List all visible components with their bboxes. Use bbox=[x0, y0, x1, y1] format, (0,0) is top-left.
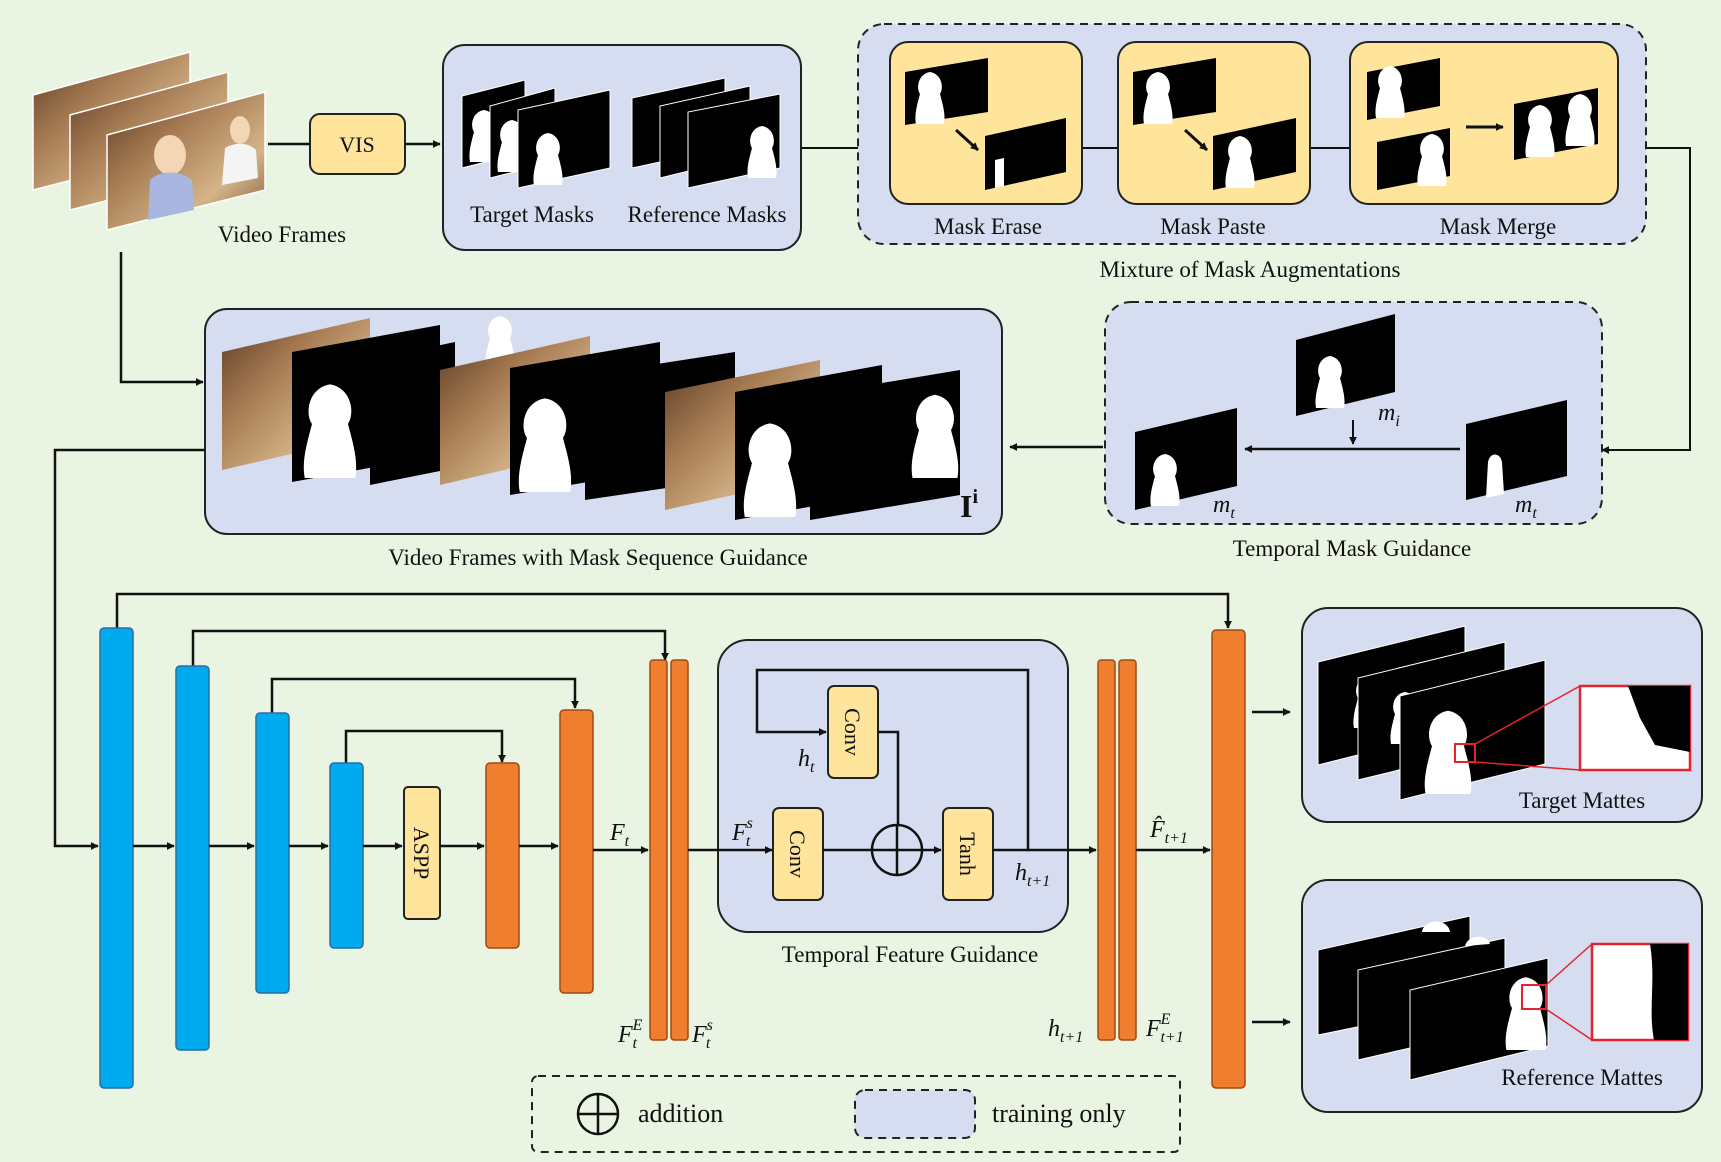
input-symbol: Ii bbox=[960, 486, 978, 524]
tanh-module bbox=[942, 807, 994, 901]
frame-mask-group-3 bbox=[665, 360, 960, 520]
mask-m-t-left bbox=[1135, 408, 1237, 510]
connector bbox=[878, 730, 900, 825]
target-mattes-label: Target Mattes bbox=[1519, 788, 1645, 813]
temporal-feature-panel bbox=[717, 639, 1069, 933]
zoom-line bbox=[1545, 943, 1593, 986]
zoom-inset-target bbox=[1578, 684, 1692, 772]
target-masks-label: Target Masks bbox=[470, 202, 594, 227]
decoder-block-1 bbox=[485, 762, 520, 949]
conv-top-label: Conv bbox=[840, 708, 865, 756]
legend-box bbox=[531, 1075, 1181, 1153]
feature-concat-h bbox=[1097, 659, 1116, 1041]
tanh-label: Tanh bbox=[955, 832, 980, 876]
m-t-right-label: mt bbox=[1515, 492, 1537, 522]
arrow-icon bbox=[954, 128, 980, 152]
encoder-block-1 bbox=[99, 627, 134, 1089]
legend-training-label: training only bbox=[992, 1099, 1126, 1128]
mask-m-t-right bbox=[1466, 400, 1567, 500]
h-t-label: ht bbox=[798, 746, 815, 776]
reference-mattes-label: Reference Mattes bbox=[1501, 1065, 1663, 1090]
skip-connection-2 bbox=[191, 629, 669, 666]
feature-split-F-s bbox=[670, 659, 689, 1041]
m-t-left-label: mt bbox=[1213, 492, 1235, 522]
zoom-line bbox=[1474, 685, 1581, 745]
arrow-icon bbox=[119, 252, 204, 386]
m-i-label: mi bbox=[1378, 400, 1400, 430]
video-frames-label: Video Frames bbox=[218, 222, 346, 247]
frame-mask-group-1 bbox=[222, 316, 515, 485]
skip-connection-1 bbox=[115, 592, 1232, 630]
conv-bottom-label: Conv bbox=[785, 830, 810, 878]
skip-connection-3 bbox=[270, 677, 579, 713]
mask-merge-label: Mask Merge bbox=[1440, 214, 1556, 239]
aspp-module bbox=[403, 786, 441, 920]
legend-training-swatch bbox=[854, 1089, 976, 1139]
zoom-region-target bbox=[1454, 743, 1476, 763]
aspp-label: ASPP bbox=[409, 827, 434, 880]
zoom-line bbox=[1474, 761, 1581, 771]
F-hat-label: F̂t+1 bbox=[1149, 816, 1188, 847]
recurrent-loop bbox=[755, 668, 1030, 852]
addition-icon bbox=[870, 823, 924, 877]
arrow-icon bbox=[53, 448, 205, 850]
mask-paste-label: Mask Paste bbox=[1160, 214, 1265, 239]
video-frames-stack bbox=[32, 51, 266, 231]
feature-split-F-E bbox=[649, 659, 668, 1041]
feature-concat-F-E bbox=[1118, 659, 1137, 1041]
zoom-region-reference bbox=[1521, 984, 1547, 1010]
encoder-block-2 bbox=[175, 665, 210, 1051]
target-masks-stack bbox=[461, 79, 611, 189]
conv-module-bottom bbox=[772, 807, 824, 901]
arrow-icon bbox=[1601, 147, 1691, 454]
h-t1-bottom-label: ht+1 bbox=[1048, 1016, 1083, 1046]
zoom-inset-reference bbox=[1590, 942, 1690, 1042]
decoder-block-final bbox=[1211, 629, 1246, 1089]
skip-connection-4 bbox=[344, 729, 506, 763]
decoder-block-2 bbox=[559, 709, 594, 994]
addition-icon bbox=[576, 1092, 620, 1136]
mixture-label: Mixture of Mask Augmentations bbox=[1100, 257, 1401, 282]
guidance-label: Video Frames with Mask Sequence Guidance bbox=[388, 545, 808, 570]
reference-masks-label: Reference Masks bbox=[627, 202, 786, 227]
arrow-icon bbox=[1183, 128, 1209, 152]
vis-label: VIS bbox=[339, 132, 374, 157]
reference-masks-stack bbox=[631, 77, 781, 189]
mask-m-i bbox=[1296, 314, 1395, 416]
F-t-label: Ft bbox=[609, 820, 630, 850]
h-t1-label: ht+1 bbox=[1015, 860, 1050, 890]
encoder-block-4 bbox=[329, 762, 364, 949]
zoom-line bbox=[1545, 1008, 1593, 1041]
legend-addition-label: addition bbox=[638, 1099, 723, 1128]
temporal-feature-label: Temporal Feature Guidance bbox=[782, 942, 1038, 967]
mask-erase-label: Mask Erase bbox=[934, 214, 1042, 239]
encoder-block-3 bbox=[255, 712, 290, 994]
temporal-mask-label: Temporal Mask Guidance bbox=[1233, 536, 1472, 561]
video-frame-photo-icon bbox=[106, 91, 266, 231]
